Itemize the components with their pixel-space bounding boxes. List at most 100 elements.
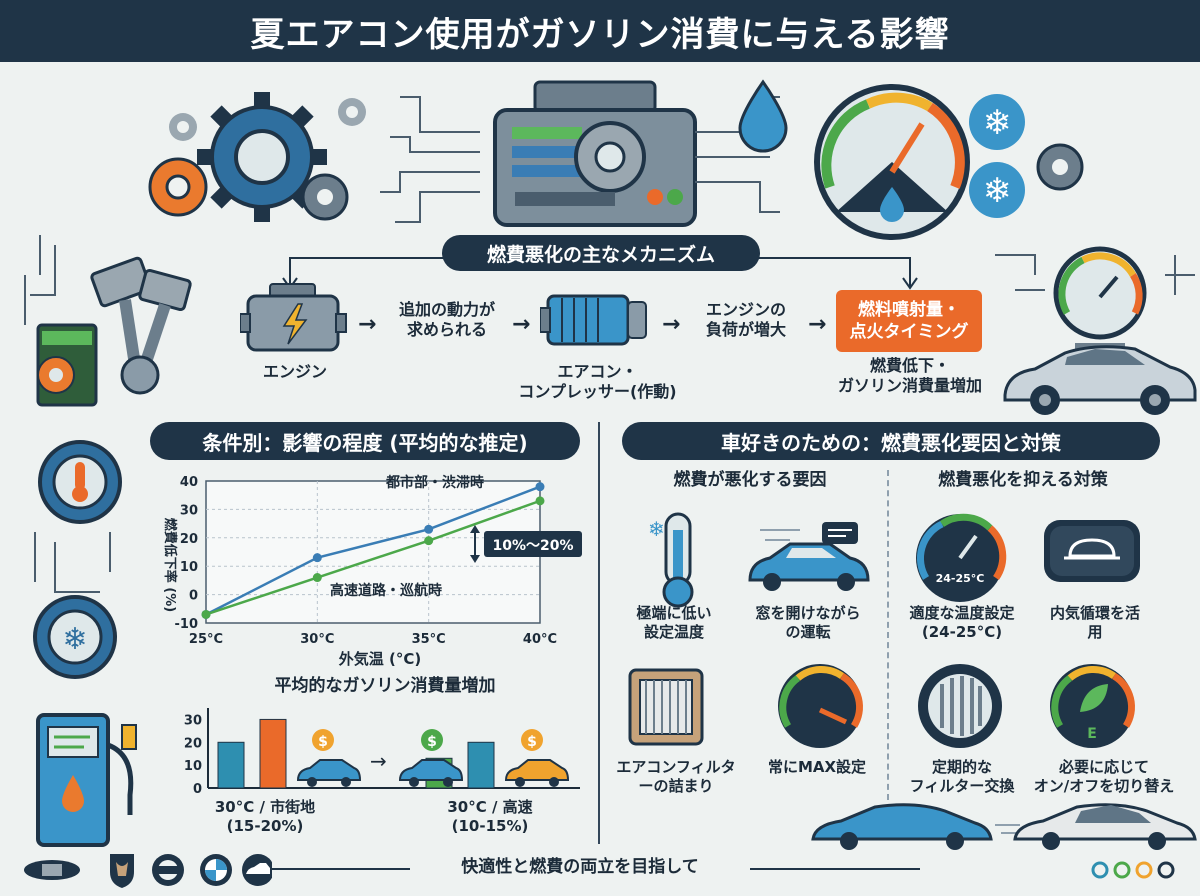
step2-label: エンジンの 負荷が増大 xyxy=(705,300,786,339)
gear-logo-icon xyxy=(152,854,184,886)
thermometer-gear-icon xyxy=(38,440,122,524)
bar-chart-title: 平均的なガソリン消費量増加 xyxy=(274,676,496,696)
causes-icons: ❄ xyxy=(628,512,870,748)
series-line xyxy=(205,485,541,616)
footer-rule-left xyxy=(270,868,410,870)
x-tick-label: 25°C xyxy=(189,632,223,647)
svg-text:❄: ❄ xyxy=(62,622,87,657)
footer-slogan: 快適性と燃費の両立を目指して xyxy=(461,857,699,877)
section-divider xyxy=(598,422,600,844)
winged-logo-icon xyxy=(24,860,80,880)
thermometer-icon: ❄ xyxy=(648,512,694,608)
decorative-dots xyxy=(1091,861,1175,879)
data-point xyxy=(201,609,211,619)
y-tick-label: 30 xyxy=(180,503,198,518)
gear-icon xyxy=(1036,143,1084,191)
arrow-icon: → xyxy=(358,312,377,337)
measure-on-off: 必要に応じて オン/オフを切り替え xyxy=(1033,758,1175,795)
page-title: 夏エアコン使用がガソリン消費に与える影響 xyxy=(0,0,1200,62)
svg-text:❄: ❄ xyxy=(983,103,1012,143)
svg-text:$: $ xyxy=(527,734,537,750)
y-tick-label: 30 xyxy=(184,713,202,728)
bar xyxy=(217,741,245,789)
range-label: 10%～20% xyxy=(492,538,573,554)
car-logo-icon xyxy=(242,854,272,886)
arrow-icon: → xyxy=(662,312,681,337)
car-icon xyxy=(398,759,464,787)
car-icon xyxy=(504,759,570,787)
svg-text:❄: ❄ xyxy=(648,517,665,541)
y-tick-label: 20 xyxy=(184,736,202,751)
cause-low-temp: 極端に低い 設定温度 xyxy=(636,604,712,641)
air-filter-icon xyxy=(628,668,704,746)
sports-cars-illustration xyxy=(811,803,1197,850)
left-section-heading: 条件別：影響の程度 (平均的な推定) xyxy=(150,422,580,460)
measures-icons: 24-25°C E xyxy=(916,513,1140,748)
causes-heading: 燃費が悪化する要因 xyxy=(673,470,827,490)
data-point xyxy=(312,573,322,583)
battery-icon xyxy=(36,323,98,407)
y-tick-label: 10 xyxy=(180,560,198,575)
arrow-icon: → xyxy=(370,749,387,773)
roundel-logo-icon xyxy=(200,854,232,886)
measures-heading: 燃費悪化を抑える対策 xyxy=(938,470,1108,490)
snowflake-icon: ❄ xyxy=(969,162,1025,218)
x-tick-label: 30°C xyxy=(300,632,334,647)
max-gauge-icon xyxy=(778,664,863,748)
cause-open-window: 窓を開けながら の運転 xyxy=(755,604,861,641)
causes-measures-divider xyxy=(887,470,889,800)
speedometer-icon xyxy=(1053,246,1147,353)
y-tick-label: 20 xyxy=(180,532,198,547)
left-decorations: ❄ xyxy=(33,440,122,679)
dollar-coin-icon: $ xyxy=(421,729,443,751)
leaf-icon xyxy=(1080,684,1108,712)
recirculation-button-icon xyxy=(1044,520,1140,582)
piston-icon xyxy=(90,256,192,395)
result-label: 燃費低下・ ガソリン消費量増加 xyxy=(837,356,982,395)
cause-filter-clog: エアコンフィルタ ーの詰まり xyxy=(616,758,736,795)
gear-icon xyxy=(148,157,208,217)
y-tick-label: 40 xyxy=(180,475,198,490)
compressor-icon xyxy=(540,294,647,346)
measure-moderate-temp: 適度な温度設定 (24-25°C) xyxy=(909,604,1015,641)
fuel-drop-icon xyxy=(738,79,788,153)
svg-text:$: $ xyxy=(427,734,437,750)
car-gauge-illustration xyxy=(995,246,1197,415)
car-icon xyxy=(1013,803,1197,850)
data-point xyxy=(535,496,545,506)
x-axis-label: 外気温 (°C) xyxy=(338,650,422,668)
car-icon xyxy=(296,759,362,787)
dollar-coin-icon: $ xyxy=(312,729,334,751)
y-tick-label: 0 xyxy=(193,782,202,797)
series-line xyxy=(205,499,541,616)
city-series-label: 都市部・渋滞時 xyxy=(385,474,484,491)
y-axis-label: 燃費低下率 (%) xyxy=(162,518,178,612)
data-point xyxy=(312,553,322,563)
piston-illustration xyxy=(24,235,192,407)
data-point xyxy=(424,536,434,546)
data-point xyxy=(424,524,434,534)
filter-replace-icon xyxy=(918,664,1002,748)
mechanism-heading: 燃費悪化の主なメカニズム xyxy=(442,235,760,271)
car-icon xyxy=(1003,345,1197,415)
brand-logos xyxy=(24,854,272,888)
engine-small-icon xyxy=(240,283,347,352)
shield-logo-icon xyxy=(110,854,134,888)
svg-text:❄: ❄ xyxy=(983,171,1012,211)
y-tick-label: 0 xyxy=(189,589,198,604)
eco-letter: E xyxy=(1087,726,1097,742)
car-icon xyxy=(811,803,993,850)
bar-highway-label: 30°C / 高速 (10-15%) xyxy=(447,798,533,835)
x-tick-label: 40°C xyxy=(523,632,557,647)
data-point xyxy=(535,482,545,492)
compressor-label: エアコン・ コンプレッサー(作動) xyxy=(518,362,677,401)
snowflake-gear-icon: ❄ xyxy=(33,595,117,679)
range-indicator: 10%～20% xyxy=(470,525,582,563)
footer-rule-right xyxy=(750,868,920,870)
fuel-gauge-icon xyxy=(814,84,970,240)
car-window-open-icon xyxy=(748,522,870,591)
gear-icon xyxy=(169,113,197,141)
right-section-heading: 車好きのための：燃費悪化要因と対策 xyxy=(622,422,1160,460)
